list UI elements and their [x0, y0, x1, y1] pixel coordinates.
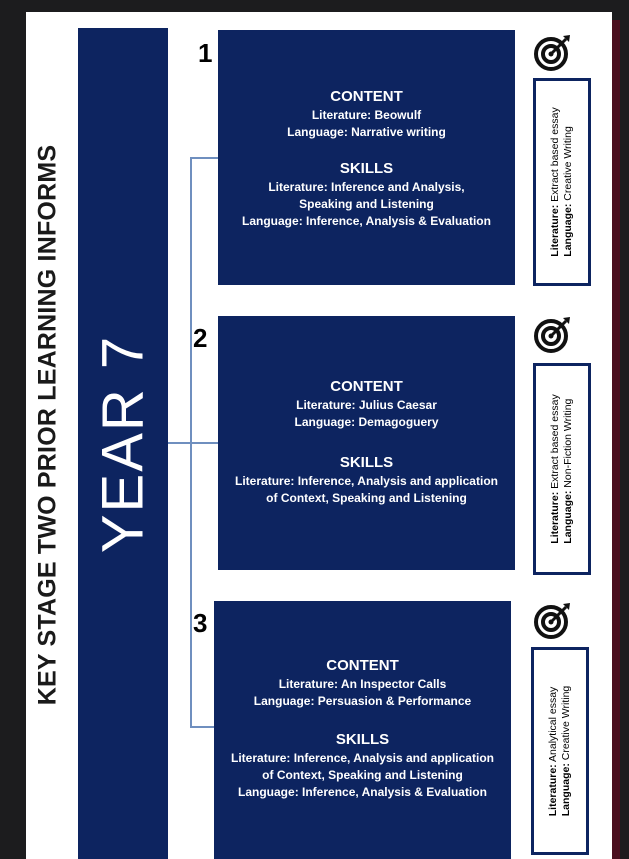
skills-heading: SKILLS [335, 731, 390, 748]
connector-term-3 [190, 726, 218, 728]
content-line: Literature: An Inspector Calls [278, 677, 447, 691]
content-line: Language: Narrative writing [287, 125, 446, 139]
skills-section: SKILLS Literature: Inference and Analysi… [218, 160, 515, 230]
content-line: Language: Persuasion & Performance [253, 694, 472, 708]
assessment-language-label: Language: [562, 490, 574, 544]
assessment-language-value: Creative Writing [560, 685, 572, 761]
assessment-literature-value: Extract based essay [549, 107, 561, 202]
assessment-literature-label: Literature: [549, 204, 561, 257]
assessment-literature-label: Literature: [549, 491, 561, 544]
content-heading: CONTENT [326, 657, 399, 674]
term-number-1: 1 [198, 38, 213, 68]
assessment-text: Literature: Analytical essay Language: C… [547, 686, 573, 817]
target-arrow-icon [534, 603, 570, 639]
content-line: Literature: Beowulf [311, 108, 422, 122]
skills-line: of Context, Speaking and Listening [266, 491, 467, 505]
skills-line: Literature: Inference and Analysis, [268, 180, 465, 194]
content-heading: CONTENT [330, 88, 403, 105]
term-block-2: CONTENT Literature: Julius Caesar Langua… [218, 316, 515, 570]
skills-line: Language: Inference, Analysis & Evaluati… [242, 214, 491, 228]
content-section: CONTENT Literature: Julius Caesar Langua… [218, 378, 515, 431]
accent-strip [612, 20, 620, 859]
content-heading: CONTENT [330, 378, 403, 395]
skills-line: of Context, Speaking and Listening [262, 768, 463, 782]
term-number-3: 3 [193, 608, 208, 638]
content-section: CONTENT Literature: Beowulf Language: Na… [218, 88, 515, 141]
assessment-text: Literature: Extract based essay Language… [549, 394, 575, 543]
skills-line: Speaking and Listening [299, 197, 434, 211]
year-banner: YEAR 7 [78, 28, 168, 859]
assessment-language-value: Creative Writing [562, 126, 574, 201]
skills-line: Literature: Inference, Analysis and appl… [231, 751, 494, 765]
page-title-text: KEY STAGE TWO PRIOR LEARNING INFORMS [33, 144, 61, 706]
year-label: YEAR 7 [90, 334, 156, 553]
assessment-text: Literature: Extract based essay Language… [549, 107, 575, 256]
skills-line: Literature: Inference, Analysis and appl… [235, 474, 498, 488]
assessment-box-2: Literature: Extract based essay Language… [533, 363, 591, 575]
assessment-language-value: Non-Fiction Writing [562, 398, 574, 488]
target-arrow-icon [534, 317, 570, 353]
assessment-literature-value: Extract based essay [549, 394, 561, 489]
content-section: CONTENT Literature: An Inspector Calls L… [214, 657, 511, 710]
page-title: KEY STAGE TWO PRIOR LEARNING INFORMS [20, 85, 75, 765]
connector-term-1 [190, 157, 218, 159]
target-arrow-icon [534, 35, 570, 71]
assessment-box-1: Literature: Extract based essay Language… [533, 78, 591, 286]
skills-line: Language: Inference, Analysis & Evaluati… [238, 785, 487, 799]
skills-heading: SKILLS [339, 160, 394, 177]
skills-section: SKILLS Literature: Inference, Analysis a… [214, 731, 511, 801]
term-block-3: CONTENT Literature: An Inspector Calls L… [214, 601, 511, 859]
connector-term-2 [190, 442, 218, 444]
content-line: Literature: Julius Caesar [296, 398, 437, 412]
assessment-literature-label: Literature: [547, 764, 559, 817]
term-block-1: CONTENT Literature: Beowulf Language: Na… [218, 30, 515, 285]
skills-heading: SKILLS [339, 454, 394, 471]
content-line: Language: Demagoguery [294, 415, 439, 429]
assessment-language-label: Language: [562, 203, 574, 257]
assessment-literature-value: Analytical essay [547, 686, 559, 762]
assessment-box-3: Literature: Analytical essay Language: C… [531, 647, 589, 855]
connector-main [168, 442, 192, 444]
skills-section: SKILLS Literature: Inference, Analysis a… [218, 454, 515, 507]
assessment-language-label: Language: [560, 763, 572, 817]
term-number-2: 2 [193, 323, 208, 353]
